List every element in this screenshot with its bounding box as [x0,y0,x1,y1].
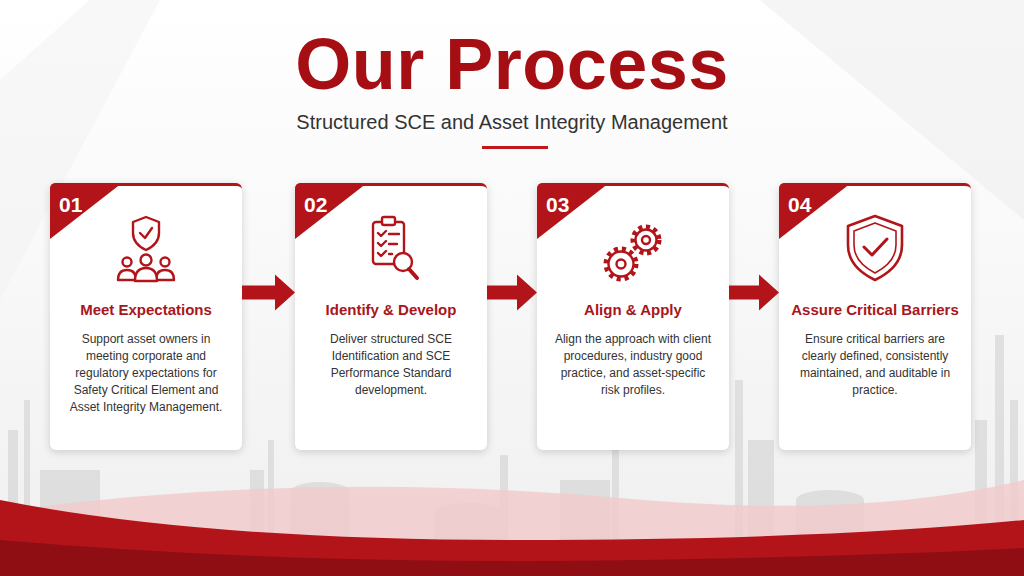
clipboard-clip [382,217,395,225]
page-subtitle: Structured SCE and Asset Integrity Manag… [0,108,1024,136]
arrow-shape [487,275,537,311]
title-underline [482,146,548,149]
red-wave [0,500,1024,576]
flow-arrow [487,275,537,311]
flow-arrow [729,275,779,311]
person-body [135,268,157,281]
bottom-wave [0,480,1024,576]
step-description: Support asset owners in meeting corporat… [64,331,228,416]
process-card: 01Meet ExpectationsSupport asset owners … [50,183,242,450]
step-number: 04 [788,192,811,218]
gear-hub [617,260,626,269]
page-title: Our Process [0,18,1024,110]
arrow-shape [242,275,295,311]
light-wave [0,480,1024,576]
step-heading: Align & Apply [541,300,725,320]
corner-triangle [50,183,122,239]
step-description: Deliver structured SCE Identification an… [309,331,473,399]
gear-body [609,252,634,277]
step-heading: Assure Critical Barriers [783,300,967,320]
corner-triangle [295,183,367,239]
step-description: Ensure critical barriers are clearly def… [793,331,957,399]
step-heading: Meet Expectations [54,300,238,320]
corner-triangle [537,183,609,239]
gear-body [636,230,657,251]
arrow-shape [729,275,779,311]
step-heading: Identify & Develop [299,300,483,320]
flow-arrow [242,275,295,311]
dark-wave [0,540,1024,576]
step-number: 01 [59,192,82,218]
step-number: 02 [304,192,327,218]
person-head [141,255,152,266]
gear-hub [642,236,650,244]
gear-teeth [606,249,636,279]
step-description: Align the approach with client procedure… [551,331,715,399]
corner-triangle [779,183,851,239]
step-number: 03 [546,192,569,218]
process-card: 03Align & ApplyAlign the approach with c… [537,183,729,450]
